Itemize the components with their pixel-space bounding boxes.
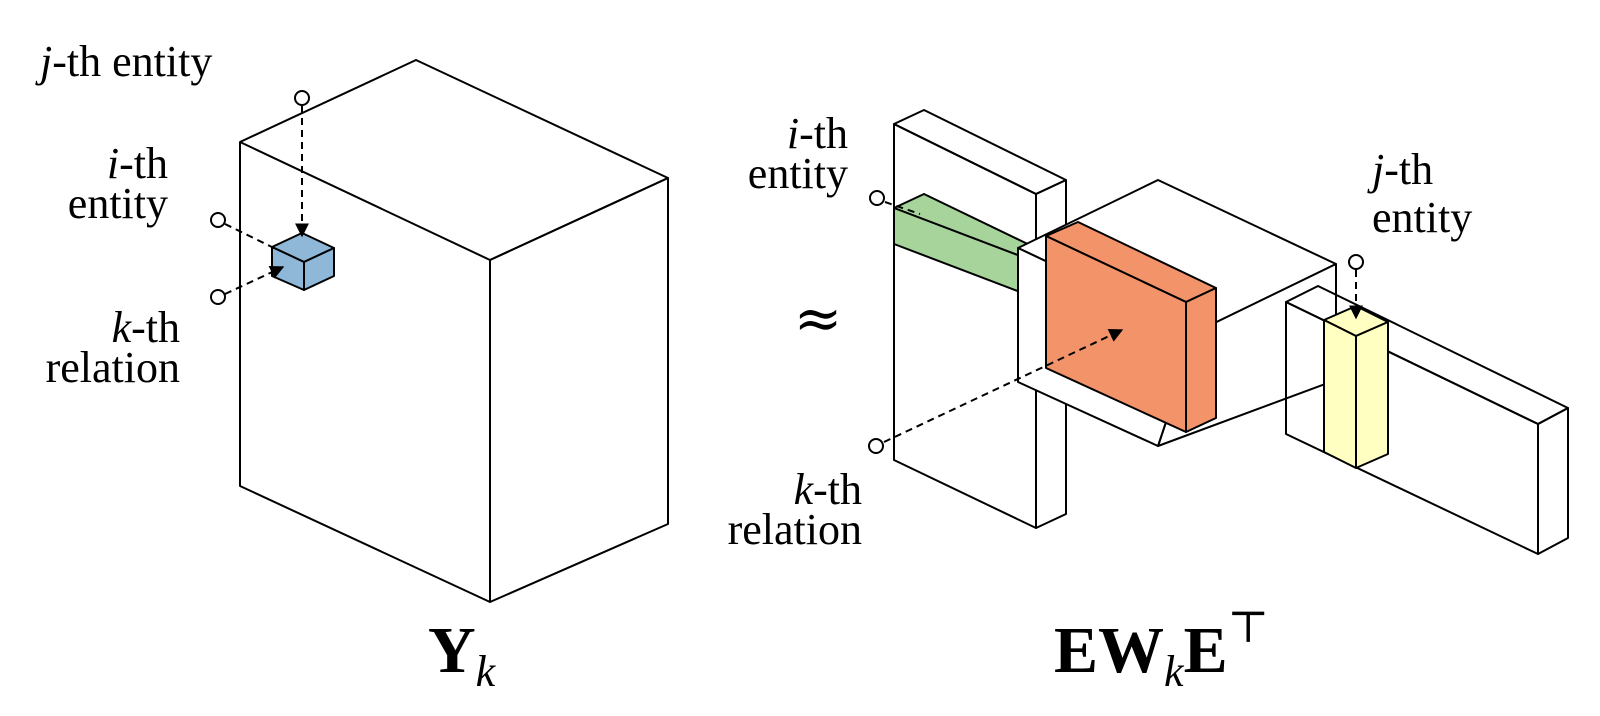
et-entity-column <box>1323 305 1389 469</box>
matrix-et-side <box>1537 407 1569 555</box>
right-k-relation-label-line2: relation <box>728 505 862 554</box>
right-i-entity-pointer-line <box>884 201 921 215</box>
j-entity-pointer-dot <box>294 90 310 106</box>
e-entity-row <box>893 193 1037 299</box>
tensor-y-left-edges <box>239 142 491 603</box>
tensor-y-top-face <box>239 59 669 261</box>
et-entity-column-side <box>1355 321 1389 469</box>
right-j-entity-label-line2: entity <box>1372 193 1472 242</box>
right-i-entity-label-line1: i-th <box>787 109 848 158</box>
right-j-entity-pointer-dot <box>1348 254 1364 270</box>
tensor-cell <box>271 232 335 291</box>
right-pointers <box>868 190 1364 454</box>
et-entity-column-front <box>1323 319 1357 469</box>
left-i-entity-label-line2: entity <box>68 179 168 228</box>
right-i-entity-label-line2: entity <box>748 149 848 198</box>
k-relation-pointer-line <box>224 265 285 295</box>
matrix-e-top <box>893 109 1067 195</box>
matrix-et-slab <box>1285 285 1569 555</box>
right-k-relation-pointer-line <box>883 329 1124 443</box>
right-k-relation-label-line1: k-th <box>794 465 862 514</box>
relation-slice <box>1045 221 1217 433</box>
left-i-entity-label-line1: i-th <box>107 139 168 188</box>
right-i-entity-pointer-dot <box>869 190 885 206</box>
tensor-y-front-face <box>489 177 669 603</box>
k-relation-pointer-dot <box>210 289 226 305</box>
matrix-e-front <box>893 123 1037 529</box>
approx-symbol: ≈ <box>794 284 843 352</box>
tensor-y-cube <box>239 59 669 603</box>
left-k-relation-label-line2: relation <box>46 343 180 392</box>
left-pointers <box>210 90 310 305</box>
right-j-entity-label-line1: j-th <box>1367 145 1433 194</box>
matrix-e-slab <box>893 109 1067 529</box>
left-k-relation-label-line1: k-th <box>112 303 180 352</box>
i-entity-pointer-line <box>224 223 279 251</box>
i-entity-pointer-dot <box>210 212 226 228</box>
relation-slice-side <box>1185 287 1217 433</box>
right-caption: EWkE⊤ <box>1054 603 1269 696</box>
right-k-relation-pointer-dot <box>868 438 884 454</box>
left-caption: Yk <box>428 614 497 696</box>
matrix-et-front <box>1285 301 1539 555</box>
left-j-entity-label: j-th entity <box>35 37 212 86</box>
